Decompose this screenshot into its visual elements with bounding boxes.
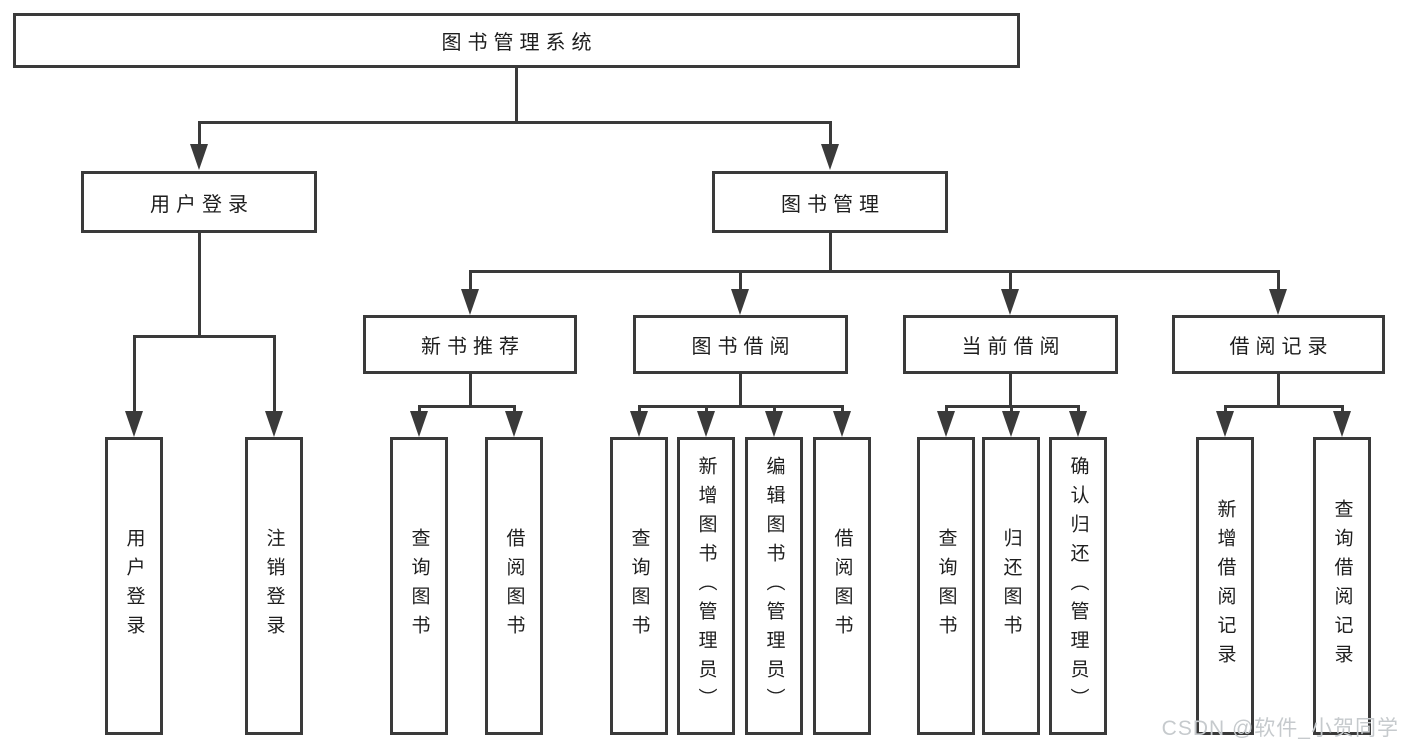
connector-line — [469, 270, 1280, 273]
node-label: 图书管理 — [781, 193, 885, 216]
connector-line — [1010, 405, 1013, 414]
leaf-label: 查询图书 — [935, 528, 957, 644]
connector-line — [1277, 374, 1280, 405]
node-user-login: 用户登录 — [81, 171, 317, 233]
connector-line — [739, 374, 742, 405]
leaf-label: 查询借阅记录 — [1331, 499, 1353, 673]
arrowhead-icon — [461, 289, 479, 315]
arrowhead-icon — [505, 411, 523, 437]
leaf-query-books-borrowing: 查询图书 — [610, 437, 668, 735]
leaf-label: 查询图书 — [408, 528, 430, 644]
arrowhead-icon — [190, 144, 208, 170]
connector-line — [1224, 405, 1227, 414]
arrowhead-icon — [265, 411, 283, 437]
connector-line — [1077, 405, 1080, 414]
connector-line — [513, 405, 516, 414]
leaf-label: 借阅图书 — [831, 528, 853, 644]
leaf-return-books: 归还图书 — [982, 437, 1040, 735]
arrowhead-icon — [1002, 411, 1020, 437]
connector-line — [469, 374, 472, 405]
connector-line — [133, 335, 276, 338]
connector-line — [273, 335, 276, 414]
node-borrowing-records: 借阅记录 — [1172, 315, 1385, 374]
connector-line — [945, 405, 948, 414]
leaf-borrow-books-borrowing: 借阅图书 — [813, 437, 871, 735]
connector-line — [418, 405, 421, 414]
arrowhead-icon — [833, 411, 851, 437]
node-label: 图书借阅 — [691, 336, 796, 358]
connector-line — [705, 405, 708, 414]
leaf-logout: 注销登录 — [245, 437, 303, 735]
connector-line — [198, 121, 201, 147]
connector-line — [638, 405, 844, 408]
leaf-query-books-current: 查询图书 — [917, 437, 975, 735]
connector-line — [1224, 405, 1344, 408]
node-label: 借阅记录 — [1229, 336, 1334, 358]
leaf-add-borrow-record: 新增借阅记录 — [1196, 437, 1254, 735]
node-label: 用户登录 — [150, 193, 254, 216]
node-book-management: 图书管理 — [712, 171, 948, 233]
watermark: CSDN @软件_小贺同学 — [1161, 717, 1399, 740]
leaf-borrow-books-recommend: 借阅图书 — [485, 437, 543, 735]
node-new-book-recommendation: 新书推荐 — [363, 315, 577, 374]
leaf-label: 归还图书 — [1000, 528, 1022, 644]
connector-line — [829, 233, 832, 270]
arrowhead-icon — [821, 144, 839, 170]
leaf-label: 新增图书（管理员） — [695, 455, 717, 717]
connector-line — [515, 68, 518, 121]
leaf-add-book-admin: 新增图书（管理员） — [677, 437, 735, 735]
connector-line — [638, 405, 641, 414]
node-label: 图书管理系统 — [441, 32, 598, 54]
node-book-borrowing: 图书借阅 — [633, 315, 848, 374]
arrowhead-icon — [1333, 411, 1351, 437]
arrowhead-icon — [1269, 289, 1287, 315]
connector-line — [469, 270, 472, 292]
connector-line — [1341, 405, 1344, 414]
arrowhead-icon — [731, 289, 749, 315]
node-label: 当前借阅 — [961, 336, 1066, 358]
connector-line — [1009, 270, 1012, 292]
leaf-label: 新增借阅记录 — [1214, 499, 1236, 673]
node-label: 新书推荐 — [421, 336, 525, 358]
leaf-label: 查询图书 — [628, 528, 650, 644]
connector-line — [133, 335, 136, 414]
arrowhead-icon — [765, 411, 783, 437]
connector-line — [1277, 270, 1280, 292]
leaf-label: 编辑图书（管理员） — [763, 455, 785, 717]
arrowhead-icon — [125, 411, 143, 437]
node-library-management-system: 图书管理系统 — [13, 13, 1020, 68]
connector-line — [1009, 374, 1012, 405]
leaf-edit-book-admin: 编辑图书（管理员） — [745, 437, 803, 735]
connector-line — [841, 405, 844, 414]
connector-line — [198, 233, 201, 335]
arrowhead-icon — [1216, 411, 1234, 437]
arrowhead-icon — [630, 411, 648, 437]
arrowhead-icon — [1069, 411, 1087, 437]
leaf-user-login: 用户登录 — [105, 437, 163, 735]
arrowhead-icon — [937, 411, 955, 437]
connector-line — [198, 121, 832, 124]
leaf-query-books-recommend: 查询图书 — [390, 437, 448, 735]
leaf-confirm-return-admin: 确认归还（管理员） — [1049, 437, 1107, 735]
arrowhead-icon — [697, 411, 715, 437]
connector-line — [418, 405, 516, 408]
leaf-label: 借阅图书 — [503, 528, 525, 644]
leaf-label: 用户登录 — [123, 528, 145, 644]
leaf-label: 确认归还（管理员） — [1067, 455, 1089, 717]
connector-line — [773, 405, 776, 414]
connector-line — [739, 270, 742, 292]
node-current-borrowing: 当前借阅 — [903, 315, 1118, 374]
leaf-label: 注销登录 — [263, 528, 285, 644]
arrowhead-icon — [1001, 289, 1019, 315]
arrowhead-icon — [410, 411, 428, 437]
connector-line — [829, 121, 832, 147]
leaf-query-borrow-record: 查询借阅记录 — [1313, 437, 1371, 735]
